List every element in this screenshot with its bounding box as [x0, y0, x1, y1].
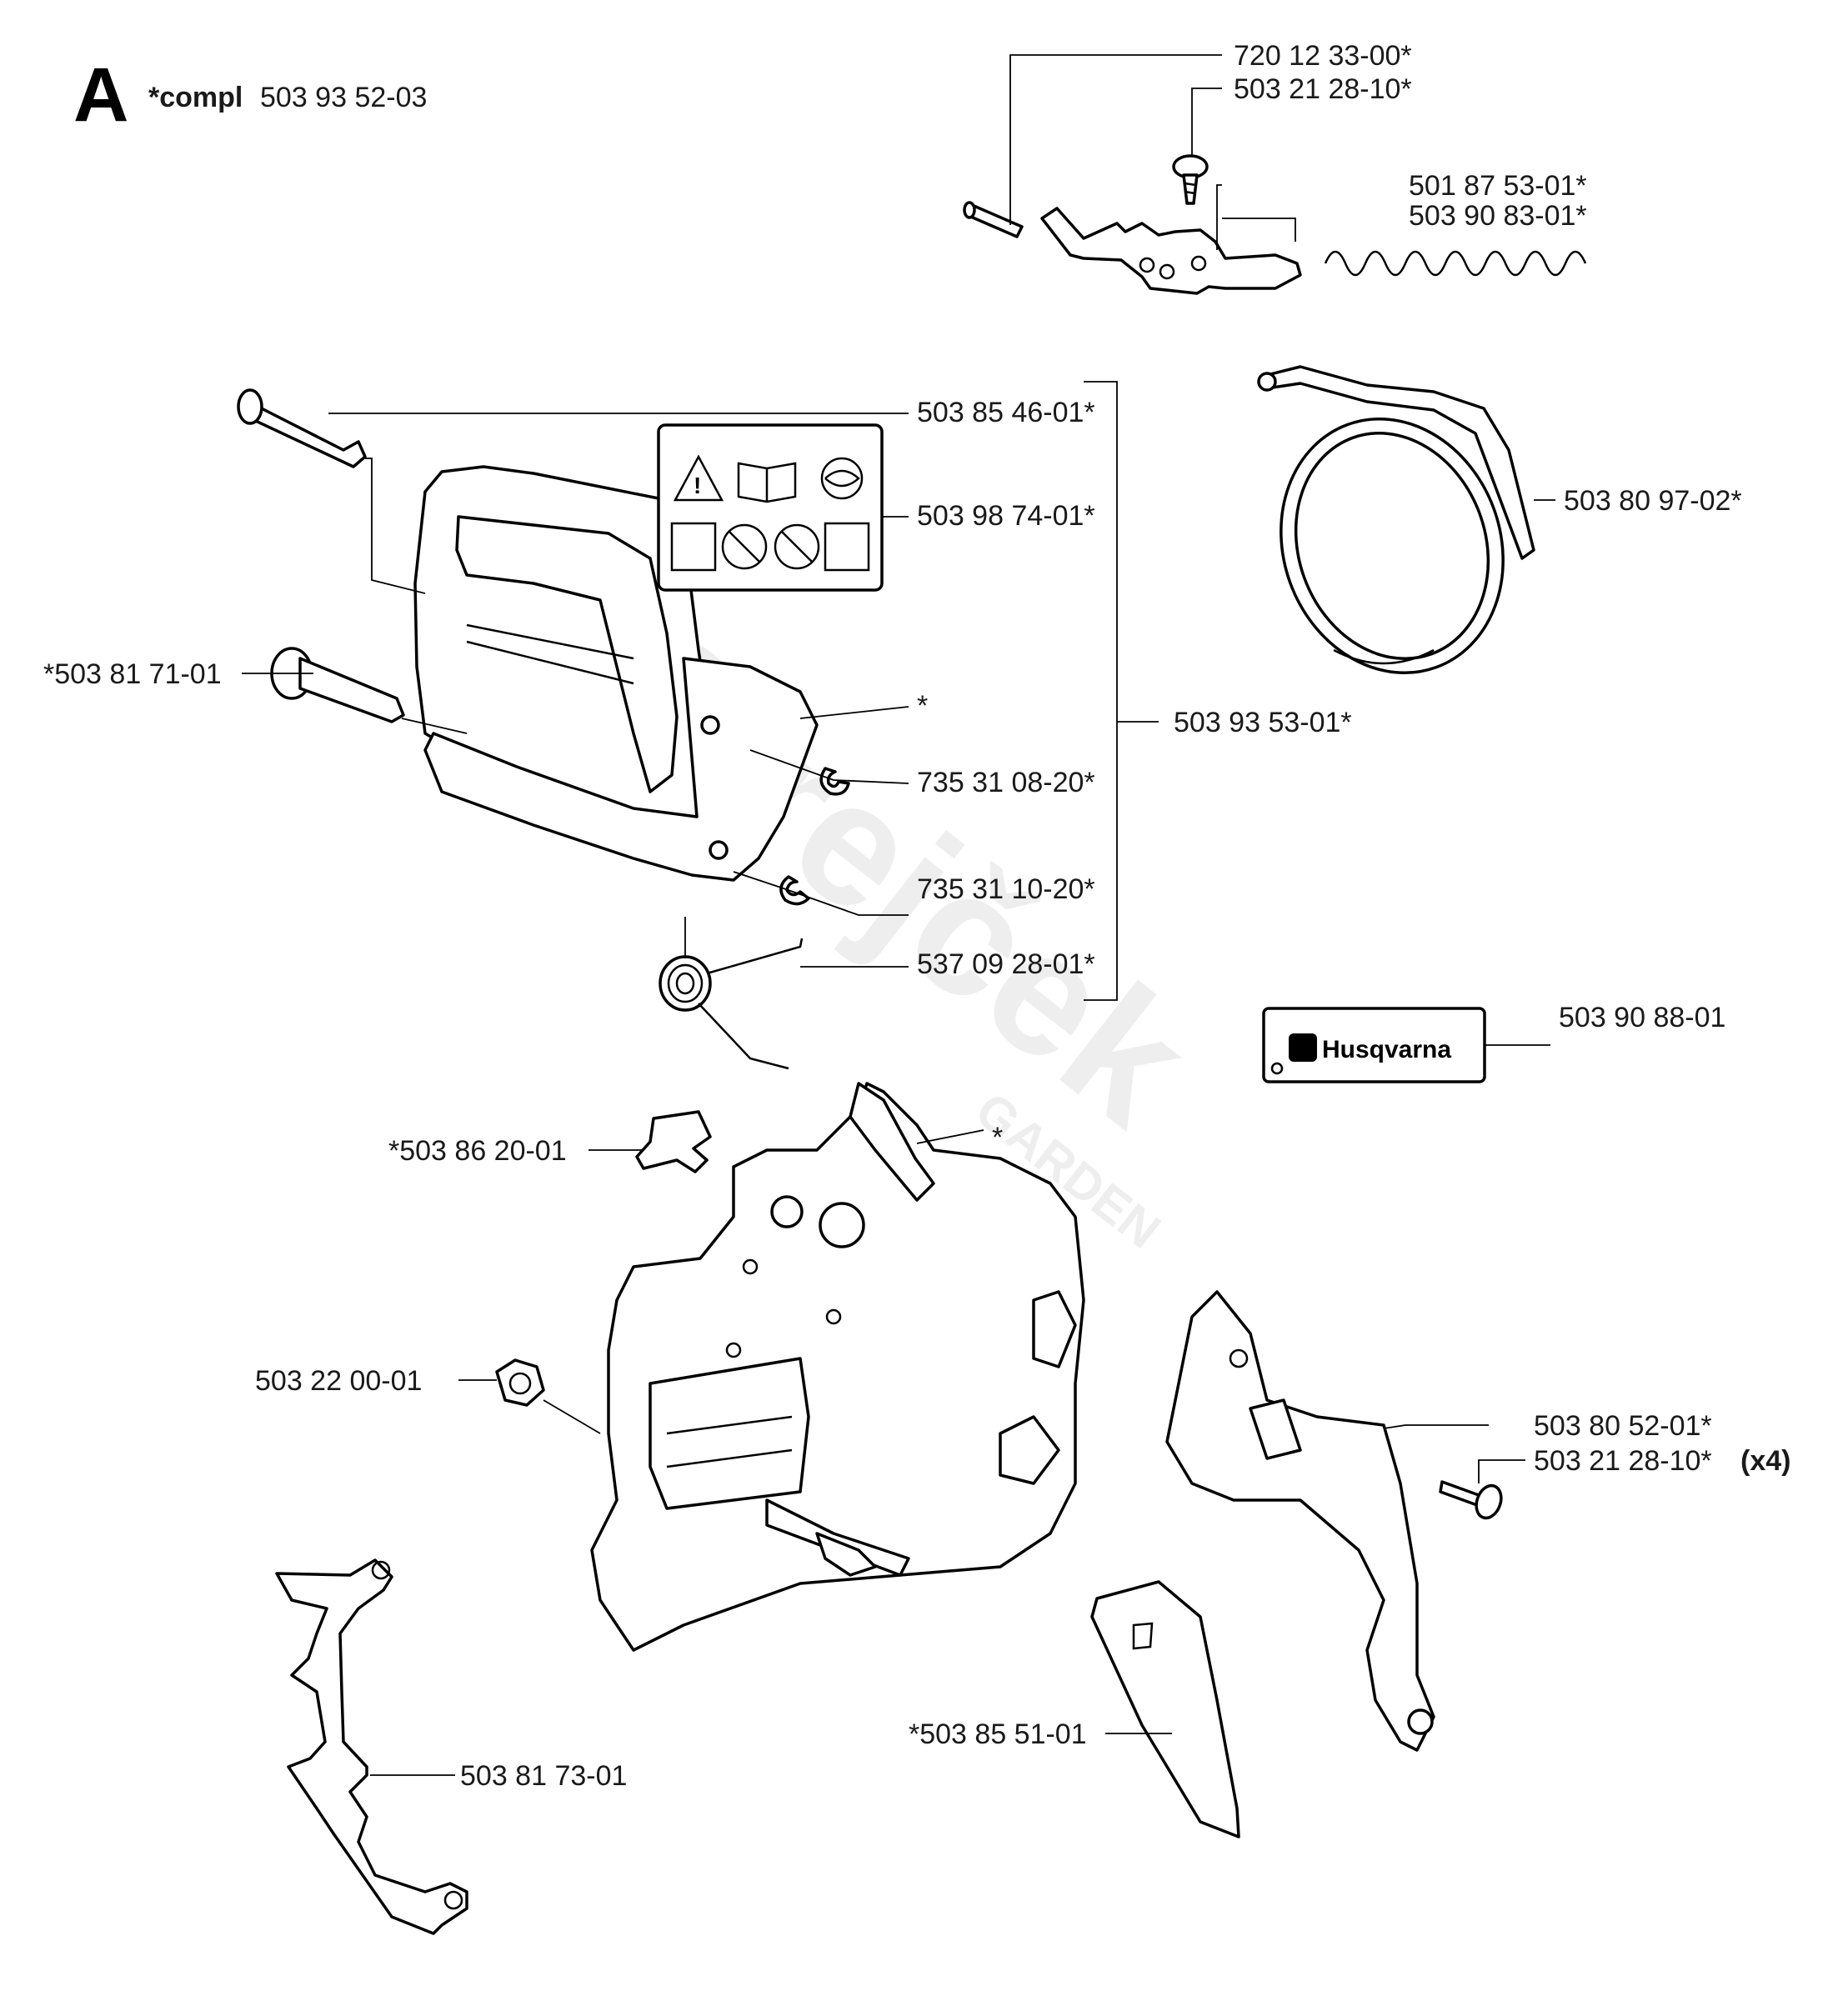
label-537-09-28-01: 537 09 28-01*: [917, 948, 1095, 980]
small-insert: [635, 1110, 712, 1173]
label-503-22-00-01: 503 22 00-01: [255, 1365, 422, 1397]
chain-catcher-bracket: [275, 1558, 468, 1935]
label-735-31-10-20: 735 31 10-20*: [917, 873, 1095, 905]
label-735-31-08-20: 735 31 08-20*: [917, 767, 1095, 798]
label-503-85-46-01: 503 85 46-01*: [917, 397, 1095, 428]
label-503-90-88-01: 503 90 88-01: [1559, 1002, 1725, 1033]
label-503-86-20-01: *503 86 20-01: [388, 1135, 567, 1167]
label-star-upper: *: [917, 690, 928, 722]
label-503-98-74-01: 503 98 74-01*: [917, 500, 1095, 532]
brake-band: [1257, 365, 1535, 675]
clip-lower: [779, 875, 810, 906]
label-503-85-51-01: *503 85 51-01: [909, 1718, 1087, 1750]
leader-lines: [242, 54, 1555, 1776]
label-503-81-73-01: 503 81 73-01: [460, 1760, 627, 1792]
brake-pin: [963, 201, 1024, 238]
compl-number: 503 93 52-03: [260, 82, 427, 113]
label-503-21-28-10-right: 503 21 28-10*: [1534, 1445, 1712, 1477]
label-503-90-83-01: 503 90 83-01*: [1409, 200, 1587, 232]
clutch-cover-housing: [590, 1082, 1085, 1652]
label-503-93-53-01: 503 93 53-01*: [1174, 707, 1352, 738]
bolt-long: [237, 388, 367, 468]
label-503-80-52-01: 503 80 52-01*: [1534, 1410, 1712, 1442]
cover-plate: [1090, 1580, 1240, 1838]
hand-guard: [413, 465, 819, 882]
husqvarna-decal: Husqvarna: [1262, 1007, 1486, 1083]
bolt-short: [270, 647, 405, 723]
chain-guide-plate: [1165, 1290, 1435, 1752]
label-503-81-71-01: *503 81 71-01: [43, 658, 222, 690]
label-star-lower: *: [992, 1122, 1003, 1153]
label-503-21-28-10-top: 503 21 28-10*: [1234, 73, 1412, 105]
svg-text:!: !: [694, 473, 701, 498]
husqvarna-brand-text: Husqvarna: [1322, 1036, 1451, 1063]
section-letter: A: [73, 53, 128, 138]
screw-top: [1172, 154, 1209, 205]
torsion-spring: [659, 938, 804, 1070]
hex-nut: [495, 1358, 545, 1407]
husqvarna-logo-icon: [1289, 1033, 1317, 1062]
label-501-87-53-01: 501 87 53-01*: [1409, 170, 1587, 202]
label-720-12-33-00: 720 12 33-00*: [1234, 40, 1412, 72]
label-503-80-97-02: 503 80 97-02*: [1564, 485, 1742, 517]
compl-label: *compl: [148, 82, 243, 113]
warning-decal: !: [657, 423, 884, 592]
label-qty-x4: (x4): [1740, 1445, 1790, 1477]
brake-lever: [1040, 207, 1302, 295]
screw-right: [1439, 1480, 1503, 1520]
brake-spring: [1324, 250, 1587, 277]
